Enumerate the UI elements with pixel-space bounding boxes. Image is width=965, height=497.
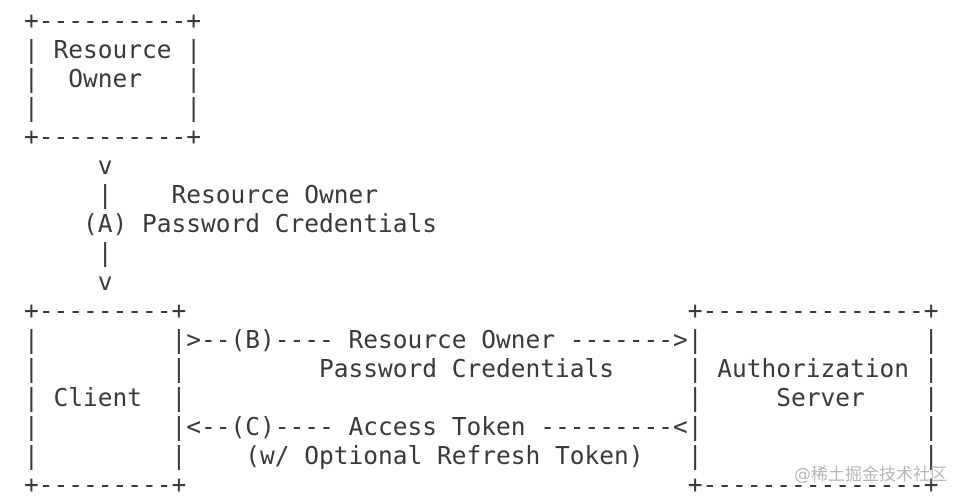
arrow-a-head-bottom: v (24, 267, 113, 296)
resource-owner-box-empty-row: | | (24, 93, 202, 122)
client-and-server-box-bottom: +---------+ +---------------+ (24, 470, 939, 497)
arrow-a-head-top: v (24, 151, 113, 180)
resource-owner-label-line-1: | Resource | (24, 35, 202, 64)
flow-c-arrow-line: | |<--(C)---- Access Token ---------<| | (24, 412, 939, 441)
resource-owner-box-bottom: +----------+ (24, 122, 202, 151)
client-label-and-server-label-2: | Client | | Server | (24, 383, 939, 412)
flow-b-arrow-line: | |>--(B)---- Resource Owner ------->| | (24, 325, 939, 354)
flow-a-label-line-1: | Resource Owner (24, 180, 379, 209)
ascii-diagram: +----------+| Resource || Owner || |+---… (24, 6, 939, 497)
resource-owner-box-top: +----------+ (24, 6, 202, 35)
resource-owner-label-line-2: | Owner | (24, 64, 202, 93)
watermark: @稀土掘金技术社区 (794, 465, 947, 485)
flow-c-label-line: | | (w/ Optional Refresh Token) | | (24, 441, 939, 470)
flow-b-label-and-server-label-1: | | Password Credentials | Authorization… (24, 354, 939, 383)
arrow-a-shaft: | (24, 238, 113, 267)
client-and-server-box-top: +---------+ +---------------+ (24, 296, 939, 325)
flow-a-label-line-2: (A) Password Credentials (24, 209, 438, 238)
